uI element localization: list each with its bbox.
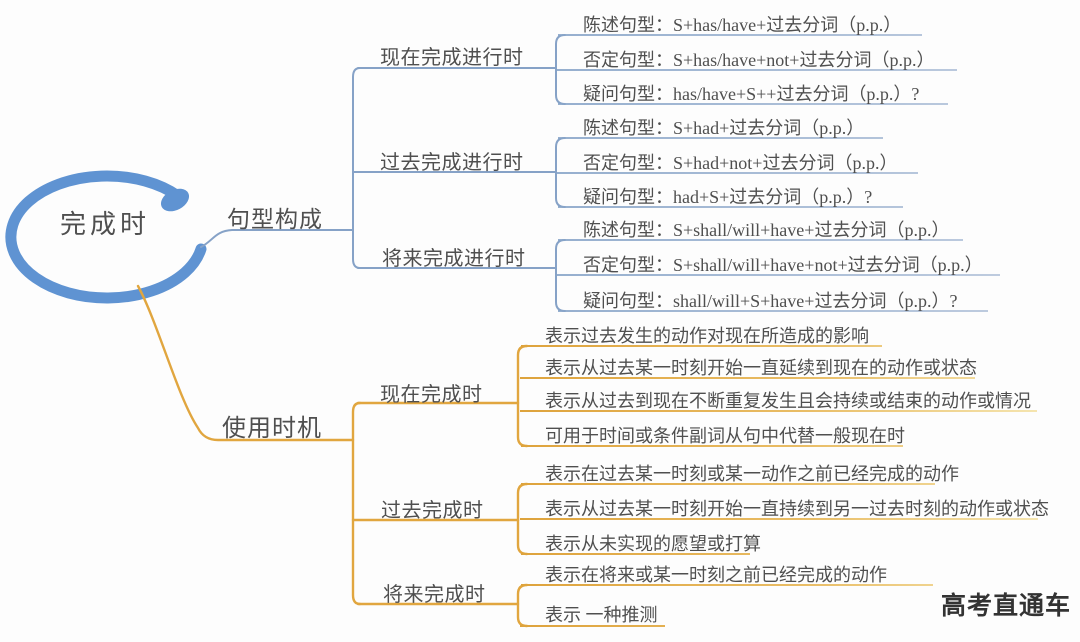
branch1-lines [200, 34, 566, 312]
branch-sentence-structure-label: 句型构成 [227, 207, 323, 232]
node-present-perfect-structure: 现在完成进行时 [380, 47, 524, 69]
leaf-node: 疑问句型：had+S+过去分词（p.p.）? [583, 187, 873, 207]
leaf-node: 表示从过去到现在不断重复发生且会持续或结束的动作或情况 [545, 391, 1031, 411]
node-future-perfect-structure: 将来完成进行时 [382, 248, 526, 270]
leaf-node: 表示在将来或某一时刻之前已经完成的动作 [545, 565, 887, 585]
branch1-leaf-underlines [557, 34, 1000, 312]
branch-usage-label: 使用时机 [222, 416, 322, 442]
leaf-node: 表示从过去某一时刻开始一直延续到现在的动作或状态 [545, 358, 977, 378]
leaf-node: 表示 一种推测 [545, 605, 658, 625]
leaf-node: 否定句型：S+shall/will+have+not+过去分词（p.p.） [583, 255, 983, 275]
node-past-perfect-structure: 过去完成进行时 [380, 152, 524, 174]
branch2-leaf-underlines [520, 345, 1038, 627]
root-ellipse [5, 170, 207, 304]
leaf-node: 表示从未实现的愿望或打算 [545, 534, 761, 554]
leaf-node: 陈述句型：S+had+过去分词（p.p.） [583, 118, 865, 138]
watermark-text: 高考直通车 [941, 593, 1072, 620]
node-future-perfect-usage: 将来完成时 [383, 584, 486, 606]
branch2-lines [136, 284, 529, 628]
leaf-node: 表示从过去某一时刻开始一直持续到另一过去时刻的动作或状态 [545, 499, 1049, 519]
node-present-perfect-usage: 现在完成时 [380, 384, 483, 406]
leaf-node: 表示过去发生的动作对现在所造成的影响 [545, 326, 869, 346]
node-past-perfect-usage: 过去完成时 [381, 500, 484, 522]
leaf-node: 陈述句型：S+has/have+过去分词（p.p.） [583, 15, 902, 35]
leaf-node: 可用于时间或条件副词从句中代替一般现在时 [545, 426, 905, 446]
leaf-node: 疑问句型：shall/will+S+have+过去分词（p.p.）? [583, 291, 958, 311]
leaf-node: 表示在过去某一时刻或某一动作之前已经完成的动作 [545, 464, 959, 484]
leaf-node: 疑问句型：has/have+S++过去分词（p.p.）? [583, 84, 920, 104]
root-node-label: 完成时 [59, 210, 150, 239]
leaf-node: 否定句型：S+has/have+not+过去分词（p.p.） [583, 50, 935, 70]
leaf-node: 陈述句型：S+shall/will+have+过去分词（p.p.） [583, 220, 950, 240]
leaf-node: 否定句型：S+had+not+过去分词（p.p.） [583, 153, 898, 173]
